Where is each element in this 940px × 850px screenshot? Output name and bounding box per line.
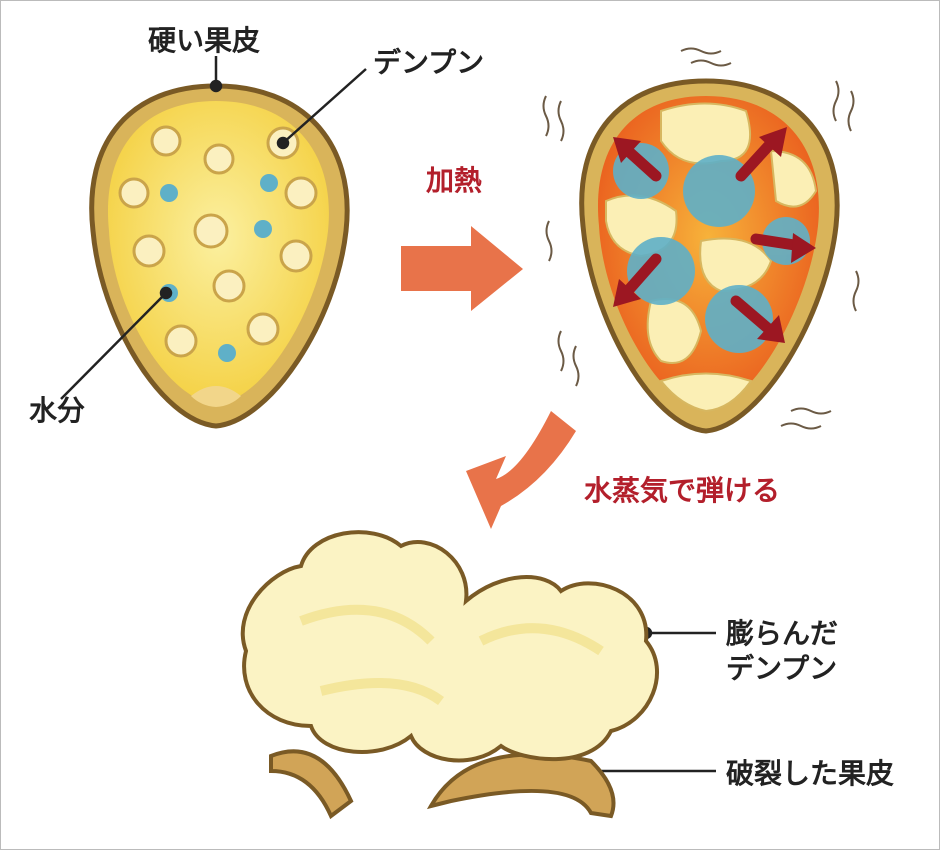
vibration-marks (542, 47, 860, 430)
expansion-arrows (620, 135, 807, 337)
label-water: 水分 (29, 394, 86, 427)
label-expanded-starch-line2: デンプン (726, 652, 838, 685)
label-expanded-starch-line1: 膨らんだ (726, 617, 839, 650)
heated-kernel (542, 47, 860, 434)
popped-kernel (240, 530, 659, 820)
label-starch: デンプン (373, 46, 485, 79)
heating-arrow (401, 226, 523, 311)
raw-kernel (89, 83, 350, 429)
label-hard-pericarp: 硬い果皮 (148, 24, 261, 57)
label-ruptured-pericarp: 破裂した果皮 (726, 757, 895, 790)
label-steam-pop: 水蒸気で弾ける (584, 474, 781, 507)
label-heating: 加熱 (426, 164, 483, 197)
label-expanded-starch: 膨らんだ デンプン (726, 616, 838, 686)
starch-granules (118, 125, 318, 358)
pop-arrow (466, 411, 576, 529)
